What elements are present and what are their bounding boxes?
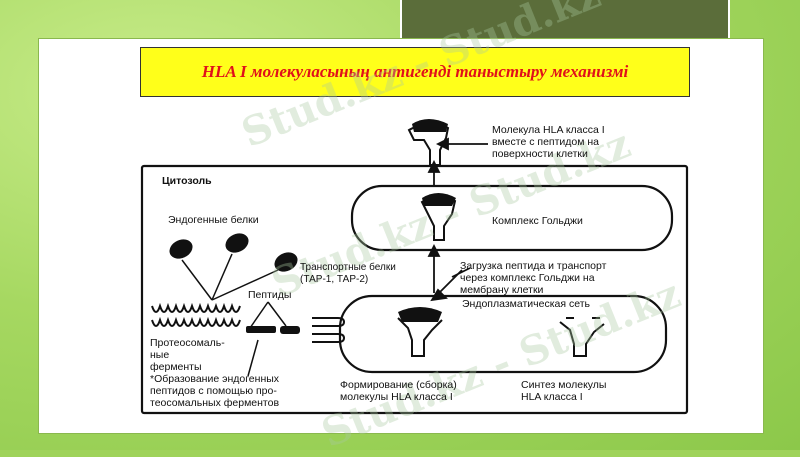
proteasome — [151, 302, 241, 327]
label-golgi: Комплекс Гольджи — [492, 215, 583, 227]
slide-canvas — [38, 38, 764, 434]
label-footnote: *Образование эндогенных пептидов с помощ… — [150, 373, 280, 409]
hla-molecule-golgi — [420, 193, 457, 241]
label-synthesis: Синтез молекулы HLA класса I — [521, 379, 607, 403]
decorative-header-tab — [400, 0, 730, 42]
label-cytosol: Цитозоль — [162, 175, 212, 187]
golgi-complex — [350, 184, 674, 252]
label-peptide-loading: Загрузка пептида и транспорт через компл… — [460, 260, 607, 296]
label-endogenous-proteins: Эндогенные белки — [168, 214, 259, 226]
hla-molecule-er-synthesis — [559, 317, 605, 357]
peptide-fragments — [246, 326, 300, 334]
label-surface-molecule: Молекула HLA класса I вместе с пептидом … — [492, 124, 605, 160]
hla-molecule-er-assembly — [397, 307, 443, 357]
endogenous-protein-blobs — [169, 233, 298, 272]
label-proteasomal-enzymes: Протеосомаль- ные ферменты — [150, 337, 225, 373]
label-er: Эндоплазматическая сеть — [462, 298, 591, 310]
transport-arrows — [427, 137, 488, 302]
tap-transporter — [312, 317, 346, 343]
label-transport-proteins: Транспортные белки (ТАР-1, ТАР-2) — [300, 262, 396, 285]
label-assembly: Формирование (сборка) молекулы HLA класс… — [340, 379, 457, 403]
cell-membrane — [140, 164, 689, 415]
title-banner: HLA I молекуласының антигенді таныстыру … — [140, 47, 690, 97]
label-peptides: Пептиды — [248, 289, 292, 301]
hla-molecule-surface — [407, 119, 450, 166]
page-title: HLA I молекуласының антигенді таныстыру … — [201, 62, 629, 81]
degradation-arrows — [181, 253, 287, 377]
